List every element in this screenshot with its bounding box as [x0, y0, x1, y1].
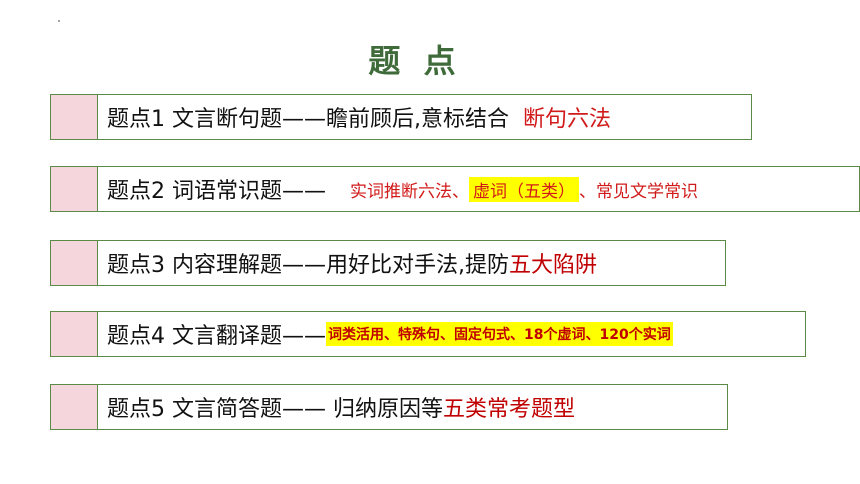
topic-row-4: 题点4 文言翻译题—— 词类活用、特殊句、固定句式、18个虚词、120个实词	[50, 311, 806, 357]
topic-label-1: 题点1 文言断句题——瞻前顾后,意标结合	[107, 107, 509, 132]
row-marker	[51, 312, 98, 356]
topic-label-2: 题点2 词语常识题——	[107, 179, 326, 204]
topic-keyword-2b: 虚词（五类）	[469, 176, 579, 202]
row-marker	[51, 167, 98, 211]
topic-text-3: 题点3 内容理解题——用好比对手法,提防 五大陷阱	[107, 241, 597, 285]
row-marker	[51, 385, 98, 429]
page-title: 题 点	[368, 42, 462, 80]
topic-text-2: 题点2 词语常识题—— 实词推断六法、 虚词（五类） 、常见文学常识	[107, 167, 698, 211]
topic-row-3: 题点3 内容理解题——用好比对手法,提防 五大陷阱	[50, 240, 726, 286]
topic-keyword-3: 五大陷阱	[509, 253, 598, 278]
decorative-dot	[58, 20, 60, 22]
topic-row-2: 题点2 词语常识题—— 实词推断六法、 虚词（五类） 、常见文学常识	[50, 166, 860, 212]
topic-keyword-2c: 、常见文学常识	[579, 181, 698, 202]
topic-label-5: 题点5 文言简答题—— 归纳原因等	[107, 397, 443, 422]
topic-keyword-4: 词类活用、特殊句、固定句式、18个虚词、120个实词	[326, 322, 673, 346]
topic-label-3: 题点3 内容理解题——用好比对手法,提防	[107, 253, 509, 278]
topic-text-1: 题点1 文言断句题——瞻前顾后,意标结合 断句六法	[107, 95, 611, 139]
topic-text-4: 题点4 文言翻译题—— 词类活用、特殊句、固定句式、18个虚词、120个实词	[107, 312, 673, 356]
topic-row-1: 题点1 文言断句题——瞻前顾后,意标结合 断句六法	[50, 94, 752, 140]
topic-keyword-2a: 实词推断六法、	[350, 181, 469, 202]
topic-text-5: 题点5 文言简答题—— 归纳原因等 五类常考题型	[107, 385, 575, 429]
topic-label-4: 题点4 文言翻译题——	[107, 324, 326, 349]
topic-keyword-5: 五类常考题型	[442, 397, 575, 422]
topic-row-5: 题点5 文言简答题—— 归纳原因等 五类常考题型	[50, 384, 728, 430]
topic-keyword-1: 断句六法	[523, 107, 612, 132]
row-marker	[51, 95, 98, 139]
row-marker	[51, 241, 98, 285]
